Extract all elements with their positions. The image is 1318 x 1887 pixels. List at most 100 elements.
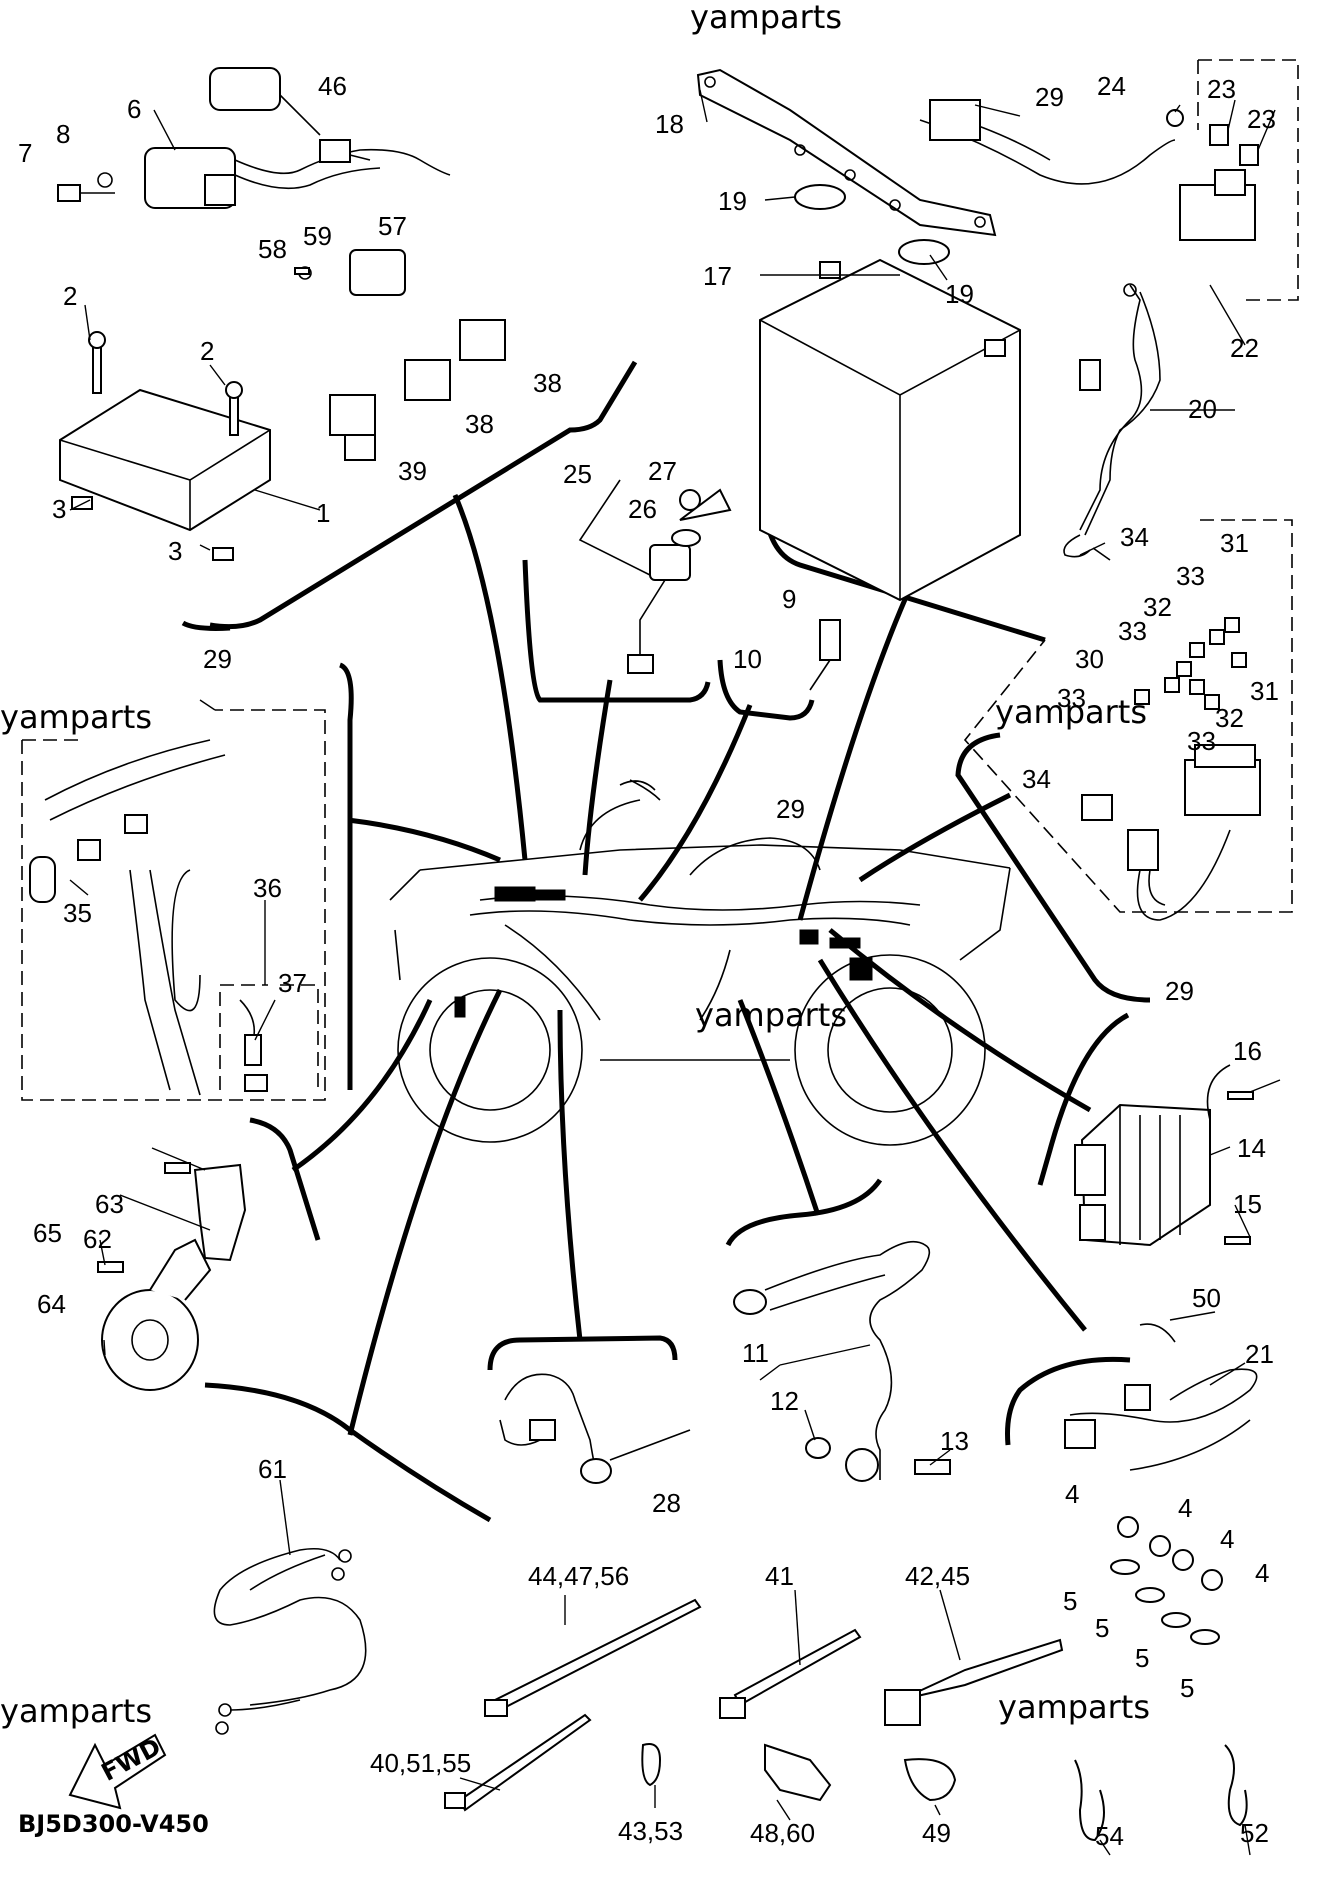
callout: 30: [1075, 644, 1104, 674]
harness-detail-box: [21, 709, 326, 1101]
callout: 62: [83, 1224, 112, 1254]
callout: 4: [1255, 1558, 1269, 1588]
callout: 31: [1250, 676, 1279, 706]
callout: 15: [1233, 1189, 1262, 1219]
callout: 12: [770, 1386, 799, 1416]
callout: 35: [63, 898, 92, 928]
callout: 14: [1237, 1133, 1266, 1163]
callout: 43,53: [618, 1816, 683, 1846]
callout: 2: [63, 281, 77, 311]
callout: 5: [1063, 1586, 1077, 1616]
callout: 50: [1192, 1283, 1221, 1313]
switch-sensor-group: [1064, 1323, 1258, 1645]
callout: 4: [1220, 1524, 1234, 1554]
callout: 29: [203, 644, 232, 674]
callout: 31: [1220, 528, 1249, 558]
forward-arrow-icon: FWD: [68, 1733, 167, 1810]
relay-group: [294, 249, 506, 461]
callout: 33: [1187, 726, 1216, 756]
callout: 52: [1240, 1818, 1269, 1848]
callout: 65: [33, 1218, 62, 1248]
callout: 29: [776, 794, 805, 824]
battery: [759, 258, 1021, 602]
callout: 59: [303, 221, 332, 251]
leader-lines: [291, 494, 1092, 1436]
callout: 23: [1207, 74, 1236, 104]
callout: 37: [278, 968, 307, 998]
callout: 54: [1095, 1821, 1124, 1851]
callout: 57: [378, 211, 407, 241]
callout: 48,60: [750, 1818, 815, 1848]
callout: 2: [200, 336, 214, 366]
diagram-code: BJ5D300-V450: [18, 1810, 209, 1838]
callout: 3: [168, 536, 182, 566]
callout: 21: [1245, 1339, 1274, 1369]
callout: 33: [1176, 561, 1205, 591]
fuse-box-group: [963, 519, 1293, 921]
watermark: yamparts: [0, 698, 152, 736]
neutral-switch: [499, 1373, 691, 1484]
watermark: yamparts: [0, 1692, 152, 1730]
watermark: yamparts: [995, 693, 1147, 731]
callout: 4: [1065, 1479, 1079, 1509]
callout: 19: [945, 279, 974, 309]
callout: 63: [95, 1189, 124, 1219]
callout: 38: [533, 368, 562, 398]
callout: 1: [316, 498, 330, 528]
callout: 29: [1165, 976, 1194, 1006]
callout: 39: [398, 456, 427, 486]
callout: 41: [765, 1561, 794, 1591]
callout: 20: [1188, 394, 1217, 424]
callout: 32: [1215, 703, 1244, 733]
callout: 9: [782, 584, 796, 614]
cable-ties: [444, 1598, 1248, 1842]
callout: 64: [37, 1289, 66, 1319]
callout: 19: [718, 186, 747, 216]
callout: 8: [56, 119, 70, 149]
callout: 58: [258, 234, 287, 264]
ignition-coil-group: [57, 67, 451, 209]
callout-labels: 46 6 8 7 57 58 59 2 2 38 38 39 1 3 3 18 …: [18, 71, 1279, 1851]
callout: 46: [318, 71, 347, 101]
callout: 26: [628, 494, 657, 524]
callout: 5: [1095, 1613, 1109, 1643]
atv-vehicle: [389, 779, 1011, 1146]
callout: 22: [1230, 333, 1259, 363]
callout: 6: [127, 94, 141, 124]
callout: 25: [563, 459, 592, 489]
ground-lead: [213, 1547, 367, 1735]
callout: 33: [1118, 616, 1147, 646]
regulator-group: [1074, 1064, 1254, 1247]
callout: 13: [940, 1426, 969, 1456]
main-switch-group: [578, 479, 732, 674]
starter-relay-group: [1123, 59, 1299, 301]
callout: 3: [52, 494, 66, 524]
callout: 33: [1057, 683, 1086, 713]
callout: 10: [733, 644, 762, 674]
callout: 36: [253, 873, 282, 903]
cdi-unit: [59, 331, 271, 561]
callout: 29: [1035, 82, 1064, 112]
watermark: yamparts: [690, 0, 842, 36]
callout: 5: [1180, 1673, 1194, 1703]
callout: 11: [742, 1338, 769, 1368]
callout: 61: [258, 1454, 287, 1484]
callout: 40,51,55: [370, 1748, 471, 1778]
callout: 38: [465, 409, 494, 439]
callout: 18: [655, 109, 684, 139]
callout-leaders: [69, 89, 1281, 1856]
sensor-9-group: [809, 619, 841, 691]
callout: 23: [1247, 104, 1276, 134]
callout: 44,47,56: [528, 1561, 629, 1591]
callout: 28: [652, 1488, 681, 1518]
callout: 34: [1022, 764, 1051, 794]
callout: 7: [18, 138, 32, 168]
callout: 5: [1135, 1643, 1149, 1673]
callout: 34: [1120, 522, 1149, 552]
callout: 32: [1143, 592, 1172, 622]
horn-group: [97, 1162, 247, 1391]
watermark: yamparts: [998, 1688, 1150, 1726]
callout: 24: [1097, 71, 1126, 101]
callout: 49: [922, 1818, 951, 1848]
